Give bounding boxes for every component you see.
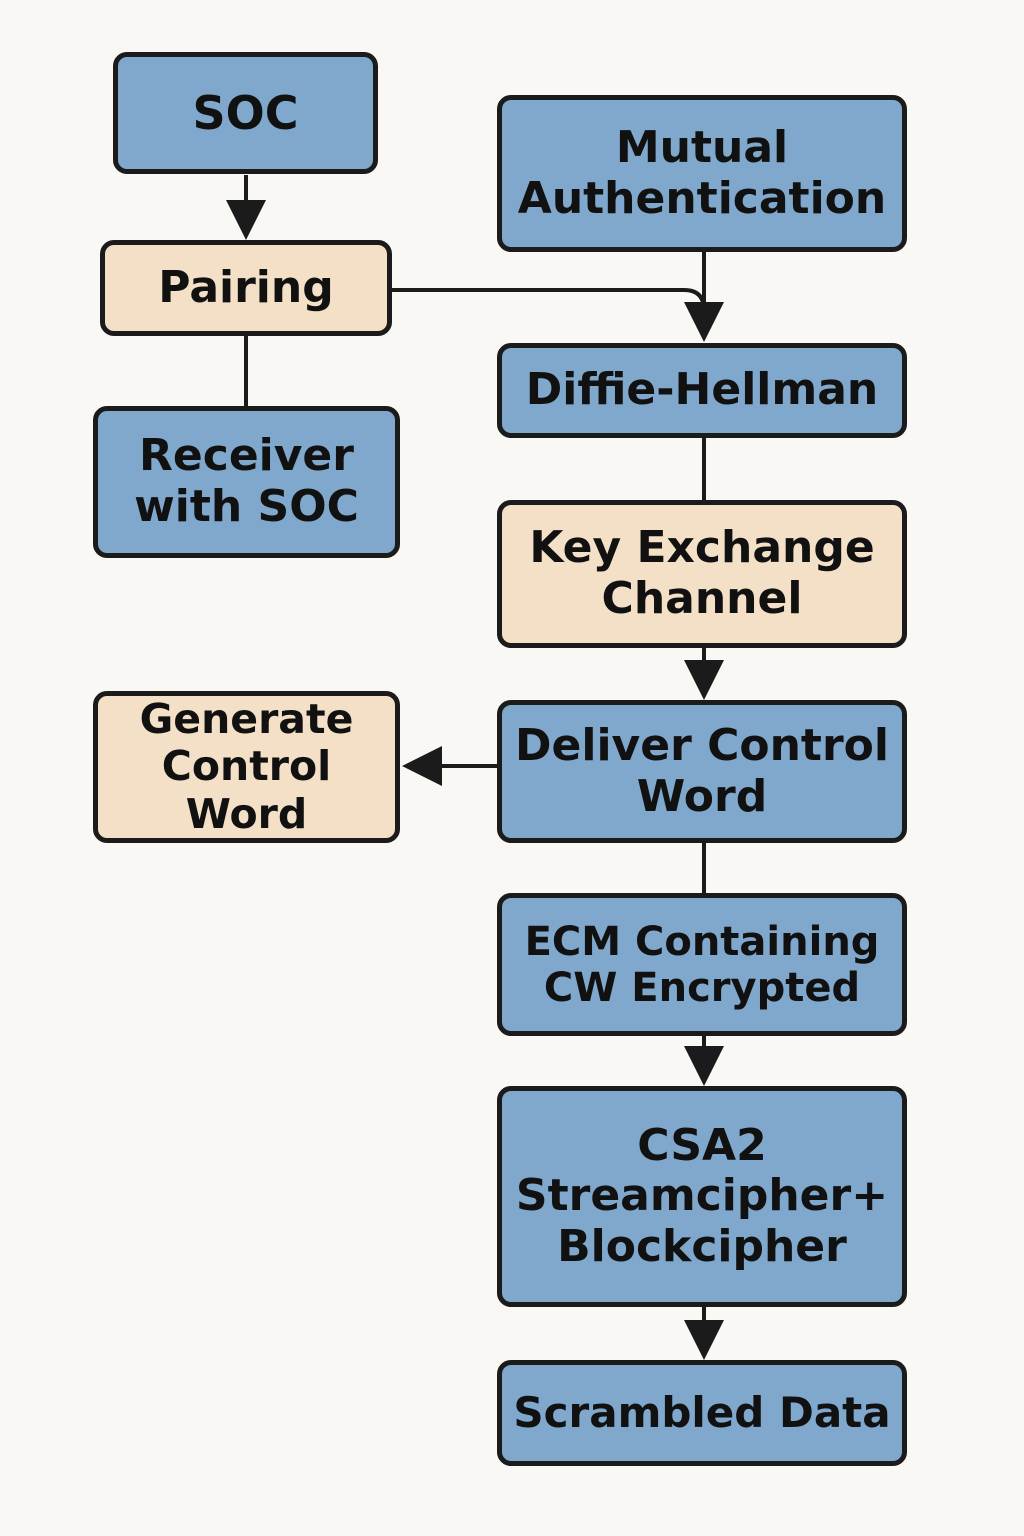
node-csa2: CSA2 Streamcipher+ Blockcipher: [497, 1086, 907, 1307]
node-key-exchange-channel: Key Exchange Channel: [497, 500, 907, 648]
node-scrambled-label: Scrambled Data: [513, 1387, 891, 1437]
node-soc: SOC: [113, 52, 378, 174]
node-deliver-cw-label: Deliver Control Word: [515, 719, 889, 822]
node-deliver-control-word: Deliver Control Word: [497, 700, 907, 843]
node-generate-cw-label: Generate Control Word: [139, 695, 354, 838]
node-diffie-hellman-label: Diffie-Hellman: [525, 364, 879, 416]
node-diffie-hellman: Diffie-Hellman: [497, 343, 907, 438]
node-key-exchange-label: Key Exchange Channel: [529, 522, 875, 624]
node-ecm-containing-cw: ECM Containing CW Encrypted: [497, 893, 907, 1036]
arrow-pairing-to-diffie-hellman: [392, 288, 724, 342]
node-mutual-authentication: Mutual Authentication: [497, 95, 907, 252]
node-mutual-auth-label: Mutual Authentication: [517, 121, 887, 224]
node-generate-control-word: Generate Control Word: [93, 691, 400, 843]
node-pairing: Pairing: [100, 240, 392, 336]
node-receiver-with-soc: Receiver with SOC: [93, 406, 400, 558]
node-receiver-label: Receiver with SOC: [134, 430, 359, 532]
node-soc-label: SOC: [192, 85, 299, 140]
node-ecm-label: ECM Containing CW Encrypted: [524, 918, 880, 1011]
node-csa2-label: CSA2 Streamcipher+ Blockcipher: [515, 1119, 889, 1272]
node-scrambled-data: Scrambled Data: [497, 1360, 907, 1466]
node-pairing-label: Pairing: [158, 261, 334, 313]
